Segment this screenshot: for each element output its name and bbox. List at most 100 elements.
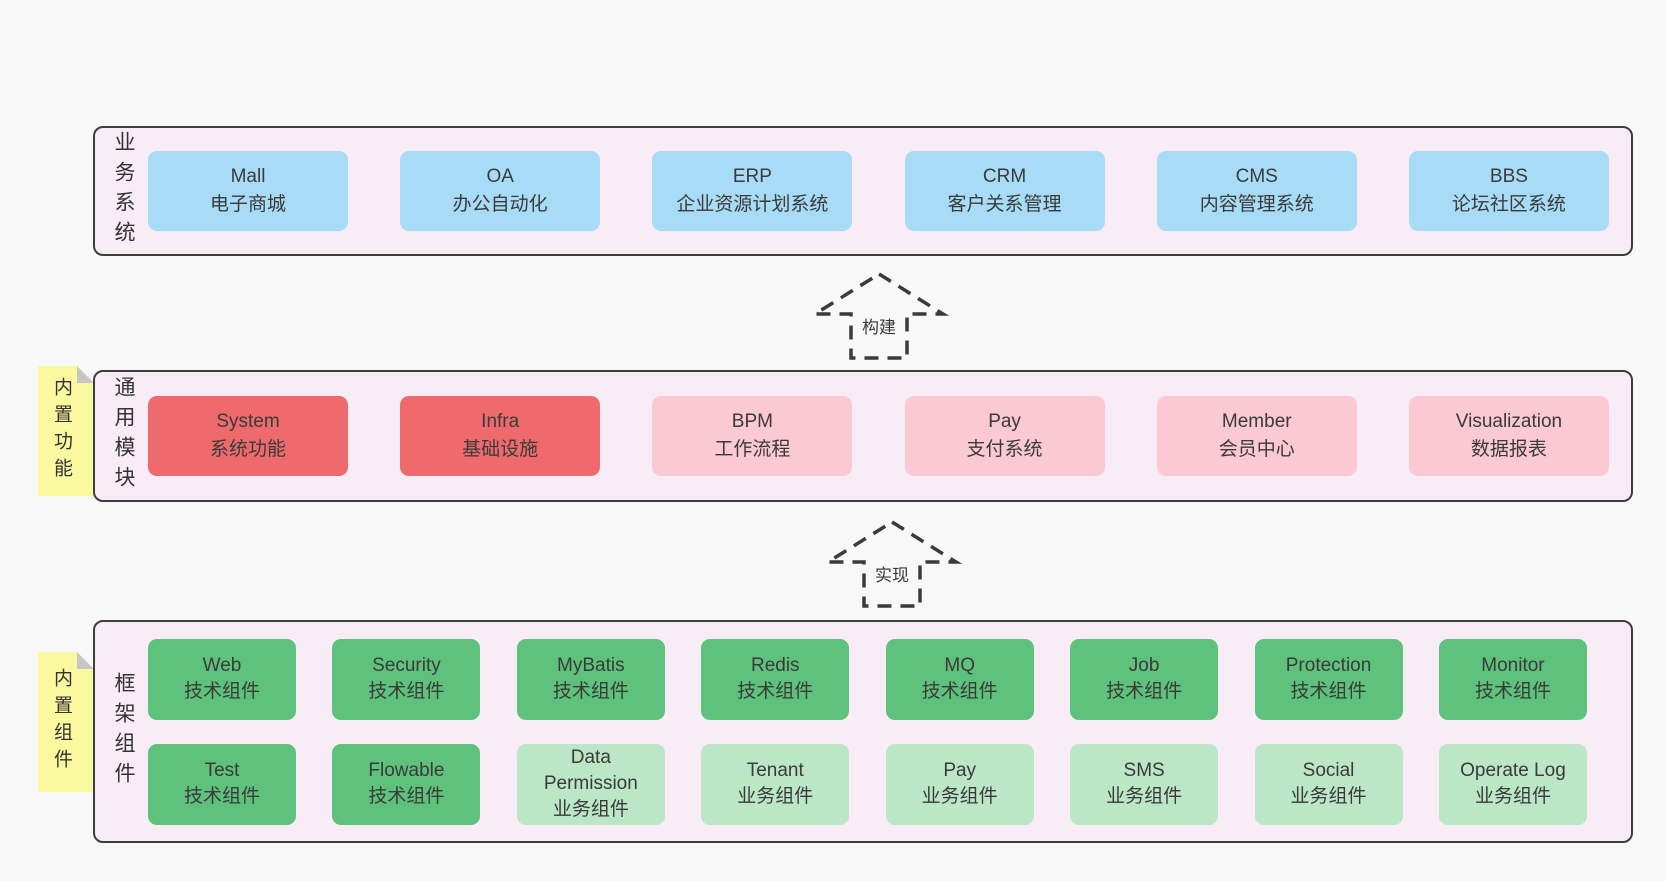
panel-business-systems: 业务系统 Mall 电子商城 OA 办公自动化 ERP 企业资源计划系统 CRM…	[93, 126, 1633, 256]
box-mybatis: MyBatis 技术组件	[516, 638, 665, 720]
module-box-title: BPM	[731, 410, 773, 432]
sticky-note-text: 内置功能	[51, 377, 72, 485]
module-box-subtitle: 办公自动化	[452, 194, 548, 215]
module-box-subtitle: 技术组件	[1106, 681, 1183, 702]
module-box-title: CMS	[1235, 165, 1278, 187]
box-pay: Pay 支付系统	[904, 396, 1105, 476]
box-pay: Pay 业务组件	[885, 743, 1034, 825]
common-modules-box-row: System 系统功能 Infra 基础设施 BPM 工作流程 Pay 支付系统…	[148, 396, 1631, 476]
module-box-subtitle: 技术组件	[1290, 681, 1367, 702]
module-box-subtitle: 技术组件	[921, 681, 998, 702]
module-box-title: MyBatis	[557, 654, 625, 676]
module-box-subtitle: 工作流程	[714, 439, 791, 460]
module-box-subtitle: 技术组件	[368, 786, 445, 807]
module-box-title: Member	[1221, 410, 1292, 432]
module-box-subtitle: 会员中心	[1218, 439, 1295, 460]
panel-framework-components: 框架组件 Web 技术组件 Security 技术组件 MyBatis 技术组件…	[93, 620, 1633, 843]
module-box-title: Protection	[1285, 654, 1372, 676]
module-box-title: Social	[1302, 759, 1355, 781]
box-tenant: Tenant 业务组件	[701, 743, 850, 825]
module-box-title: Pay	[943, 759, 977, 781]
module-box-subtitle: 支付系统	[966, 439, 1043, 460]
framework-components-box-row-1: Web 技术组件 Security 技术组件 MyBatis 技术组件 Redi…	[148, 638, 1609, 720]
panel-framework-components-label: 框架组件	[112, 671, 135, 792]
box-system: System 系统功能	[148, 396, 348, 476]
module-box-subtitle: 论坛社区系统	[1451, 194, 1566, 215]
module-box-subtitle: 技术组件	[737, 681, 814, 702]
module-box-title: ERP	[732, 165, 772, 187]
sticky-note-built-in-components: 内置组件	[38, 652, 94, 792]
box-crm: CRM 客户关系管理	[904, 151, 1105, 231]
box-data-permission: Data Permission 业务组件	[516, 743, 665, 825]
module-box-subtitle: 数据报表	[1470, 439, 1547, 460]
module-box-title: Visualization	[1455, 410, 1563, 432]
panel-business-systems-label: 业务系统	[112, 131, 135, 251]
module-box-title: Job	[1128, 654, 1160, 676]
module-box-title: System	[216, 410, 280, 432]
build-arrow-label: 构建	[859, 312, 899, 339]
box-bbs: BBS 论坛社区系统	[1408, 151, 1609, 231]
dashed-up-arrow-icon	[809, 271, 949, 360]
module-box-subtitle: 业务组件	[1474, 786, 1551, 807]
module-box-subtitle: 技术组件	[552, 681, 629, 702]
module-box-title: CRM	[982, 165, 1027, 187]
box-test: Test 技术组件	[148, 743, 296, 825]
module-box-subtitle: 业务组件	[1106, 786, 1183, 807]
box-redis: Redis 技术组件	[701, 638, 850, 720]
module-box-title: Test	[204, 759, 240, 781]
module-box-subtitle: 基础设施	[462, 439, 539, 460]
box-mall: Mall 电子商城	[148, 151, 348, 231]
module-box-title: Monitor	[1481, 654, 1545, 676]
module-box-subtitle: 业务组件	[921, 786, 998, 807]
module-box-title: SMS	[1123, 759, 1165, 781]
box-bpm: BPM 工作流程	[652, 396, 853, 476]
module-box-title: Security	[372, 654, 441, 676]
box-visualization: Visualization 数据报表	[1408, 396, 1609, 476]
panel-common-modules: 通用模块 System 系统功能 Infra 基础设施 BPM 工作流程 Pay…	[93, 370, 1633, 502]
module-box-subtitle: 系统功能	[209, 439, 286, 460]
box-security: Security 技术组件	[332, 638, 481, 720]
module-box-subtitle: 客户关系管理	[947, 194, 1062, 215]
sticky-fold-corner	[77, 652, 94, 669]
box-sms: SMS 业务组件	[1070, 743, 1219, 825]
module-box-title: Tenant	[746, 759, 804, 781]
module-box-title: Redis	[750, 654, 800, 676]
module-box-subtitle: 企业资源计划系统	[676, 194, 829, 215]
module-box-subtitle: 技术组件	[1474, 681, 1551, 702]
module-box-subtitle: 技术组件	[183, 786, 260, 807]
box-operate-log: Operate Log 业务组件	[1438, 743, 1587, 825]
box-infra: Infra 基础设施	[400, 396, 601, 476]
module-box-title: Data Permission	[543, 746, 638, 794]
build-arrow: 构建	[809, 270, 949, 362]
module-box-subtitle: 业务组件	[552, 799, 629, 821]
box-erp: ERP 企业资源计划系统	[652, 151, 853, 231]
module-box-subtitle: 业务组件	[1290, 786, 1367, 807]
box-member: Member 会员中心	[1156, 396, 1357, 476]
dashed-up-arrow-icon	[822, 519, 962, 608]
module-box-title: Operate Log	[1460, 759, 1566, 781]
module-box-title: Web	[202, 654, 242, 676]
box-flowable: Flowable 技术组件	[332, 743, 481, 825]
box-cms: CMS 内容管理系统	[1156, 151, 1357, 231]
panel-common-modules-label: 通用模块	[112, 376, 135, 496]
module-box-title: Flowable	[368, 759, 445, 781]
module-box-title: BBS	[1489, 165, 1528, 187]
sticky-note-text: 内置组件	[51, 668, 72, 776]
module-box-title: MQ	[944, 654, 975, 676]
module-box-title: Infra	[481, 410, 520, 432]
box-monitor: Monitor 技术组件	[1438, 638, 1587, 720]
sticky-fold-corner	[77, 366, 94, 383]
business-systems-box-row: Mall 电子商城 OA 办公自动化 ERP 企业资源计划系统 CRM 客户关系…	[148, 151, 1631, 231]
sticky-note-built-in-features: 内置功能	[38, 366, 94, 496]
module-box-subtitle: 内容管理系统	[1199, 194, 1314, 215]
module-box-subtitle: 业务组件	[737, 786, 814, 807]
box-oa: OA 办公自动化	[400, 151, 601, 231]
module-box-title: OA	[486, 165, 514, 187]
module-box-subtitle: 技术组件	[183, 681, 260, 702]
module-box-subtitle: 技术组件	[368, 681, 445, 702]
box-web: Web 技术组件	[148, 638, 296, 720]
box-job: Job 技术组件	[1070, 638, 1219, 720]
module-box-title: Mall	[230, 165, 266, 187]
implement-arrow-label: 实现	[872, 560, 912, 587]
